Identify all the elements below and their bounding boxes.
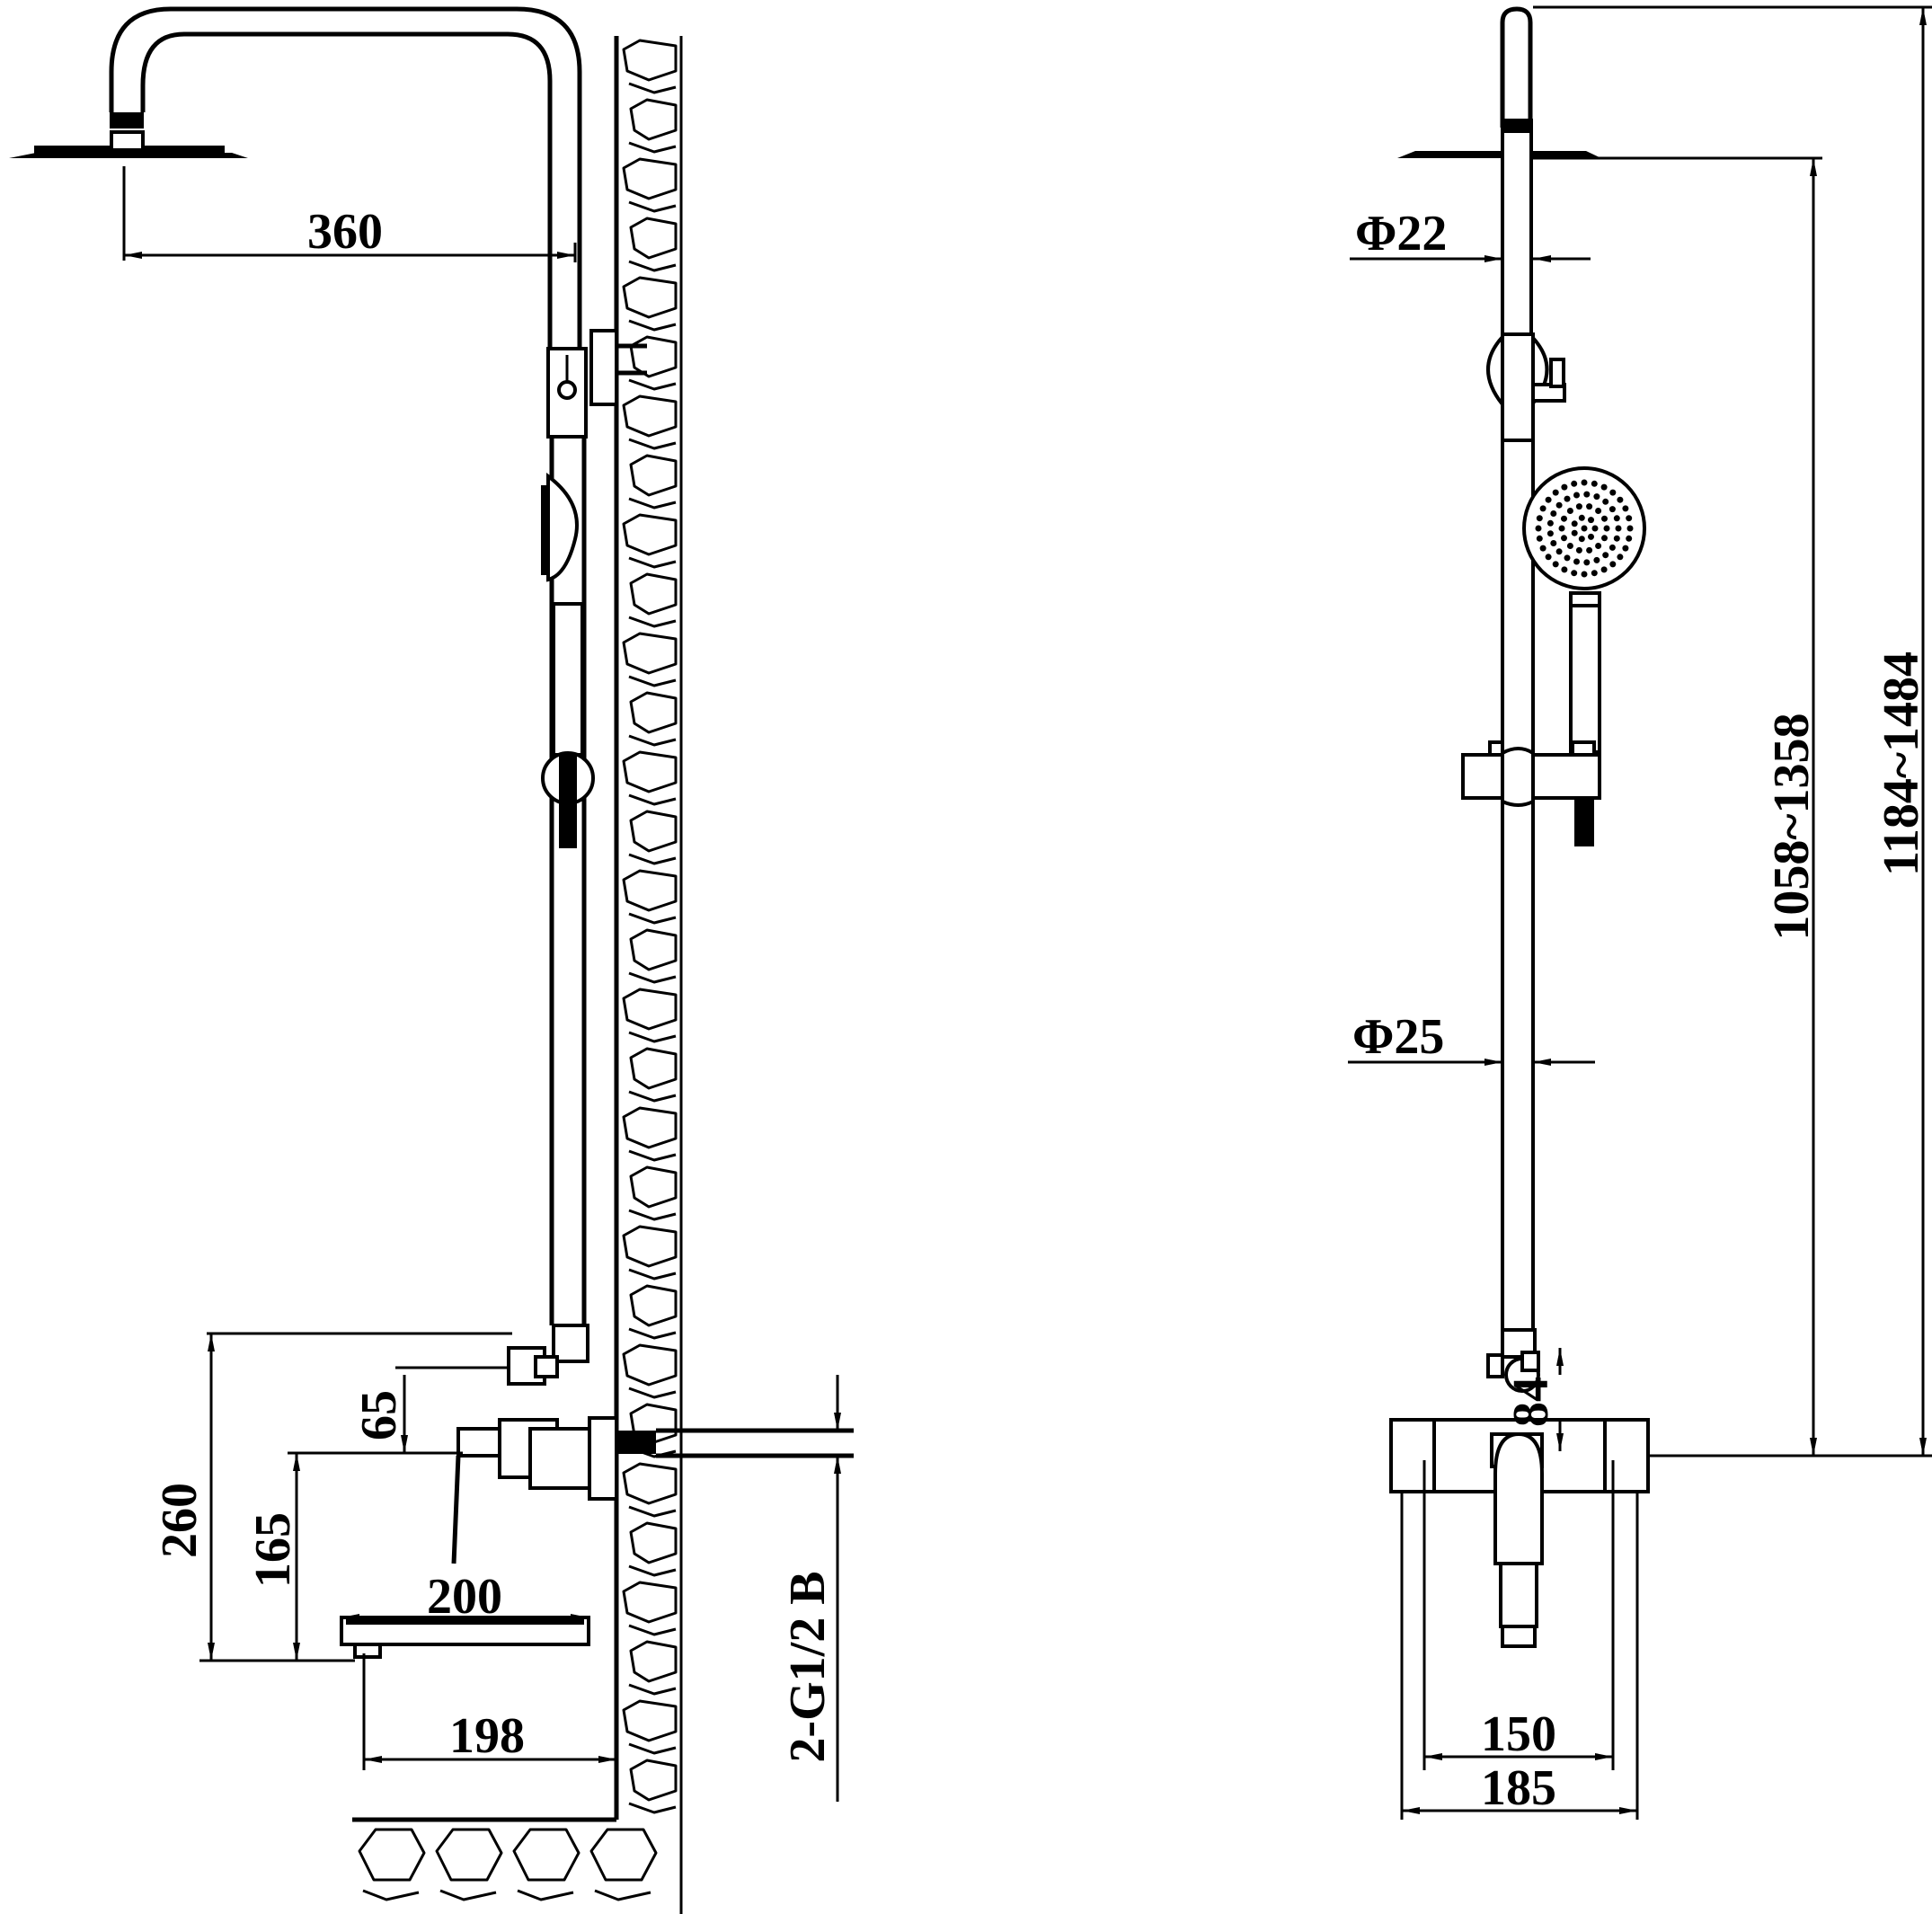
hand-shower-front (1522, 466, 1646, 846)
dim-handle-height-label: 165 (245, 1512, 301, 1588)
dim-spout-wall: 198 (362, 1653, 616, 1770)
wall (352, 36, 683, 1914)
side-view: 360 65 165 260 200 198 (9, 6, 854, 1914)
upper-bracket (546, 329, 647, 439)
bath-spout (340, 1616, 590, 1659)
dim-spout-wall-label: 198 (449, 1708, 525, 1764)
dim-body-width: 185 (1400, 1492, 1639, 1820)
dim-lower-pipe-label: Φ25 (1352, 1009, 1444, 1065)
riser-pipe (549, 437, 587, 1325)
front-lower-pipe (1501, 439, 1535, 1332)
dim-spout-length-label: 200 (427, 1569, 502, 1625)
rain-shower-head (9, 112, 248, 158)
hand-shower-side (541, 472, 595, 848)
dim-diverter-offset-label: 65 (351, 1390, 407, 1440)
dim-spout-length: 200 (341, 1569, 589, 1625)
dim-arm-reach: 360 (122, 166, 577, 262)
dim-inlet-centers-label: 150 (1481, 1706, 1556, 1762)
wall-stone-pattern (622, 39, 678, 1814)
dim-outlet-height-label: 260 (152, 1483, 208, 1558)
dim-inlet: 2-G1/2 B (780, 1375, 841, 1802)
dim-inlet-centers: 150 (1422, 1460, 1615, 1770)
shower-arm (109, 6, 582, 350)
dim-overall-height: 1184~1484 (1533, 5, 1932, 1456)
dim-inner-height-label: 1058~1358 (1764, 713, 1820, 940)
dim-arm-reach-label: 360 (307, 204, 383, 260)
dim-lower-pipe: Φ25 (1348, 1009, 1595, 1066)
dim-diverter-label: 84 (1503, 1377, 1559, 1427)
dim-inner-height: 1058~1358 (1533, 156, 1932, 1458)
front-view: Φ22 Φ25 84 1058~1358 1184~1484 (1348, 5, 1932, 1820)
front-wall-bracket (1486, 332, 1566, 442)
dim-body-width-label: 185 (1481, 1760, 1556, 1816)
dim-overall-height-label: 1184~1484 (1874, 651, 1929, 876)
dim-upper-pipe: Φ22 (1350, 206, 1591, 262)
front-upper-pipe (1397, 6, 1601, 439)
front-diverter (1486, 1328, 1540, 1393)
floor-stone-pattern (358, 1828, 658, 1901)
mixer-body-side (451, 1324, 854, 1564)
dim-heights-left: 65 165 260 (152, 1332, 512, 1662)
dim-diverter: 84 (1503, 1348, 1564, 1451)
dim-inlet-label: 2-G1/2 B (780, 1571, 836, 1762)
dim-upper-pipe-label: Φ22 (1355, 206, 1447, 261)
front-mixer-body (1389, 1418, 1650, 1648)
slide-holder (1461, 740, 1601, 807)
shower-nozzles (1535, 479, 1634, 578)
